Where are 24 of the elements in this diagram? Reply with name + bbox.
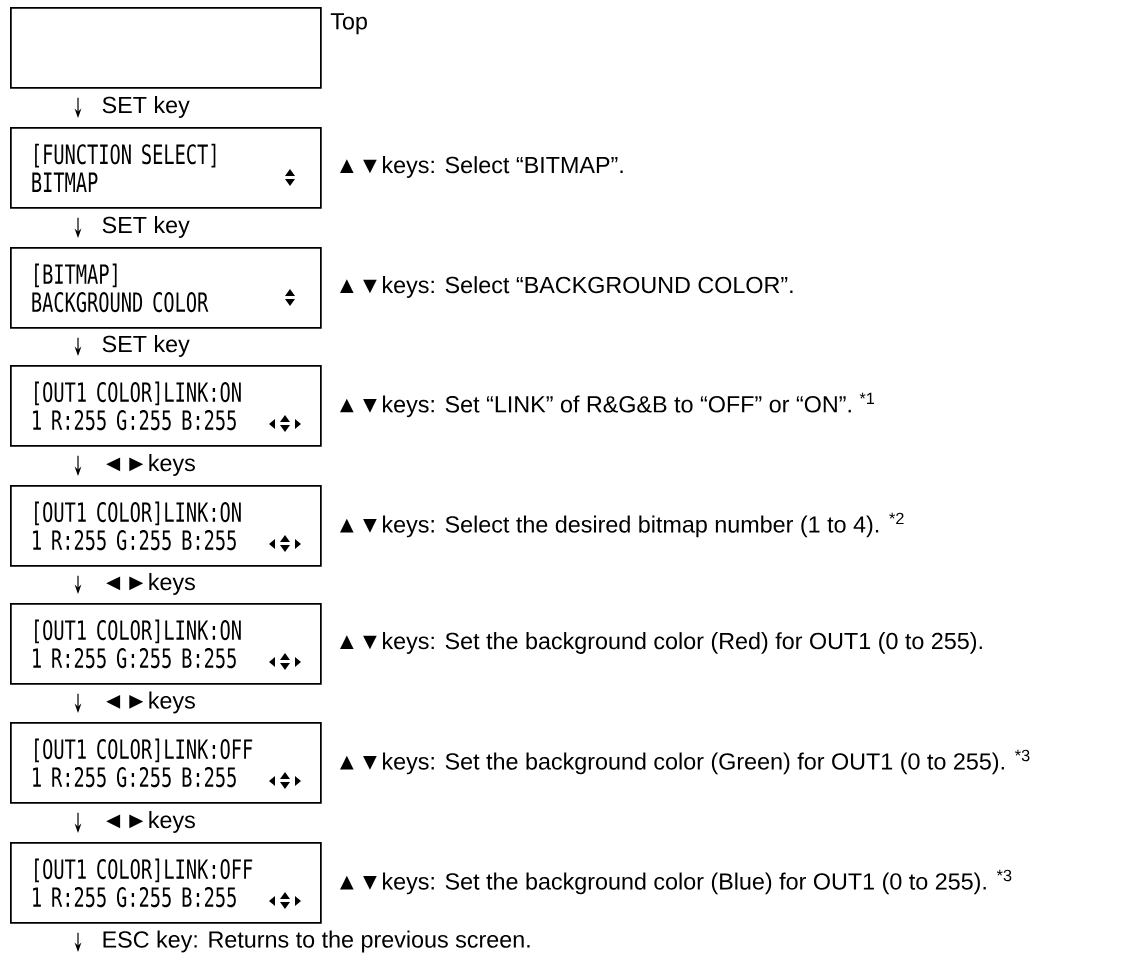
- lcd-screen: [FUNCTION SELECT] BITMAP: [10, 127, 322, 209]
- lcd-screen: [BITMAP] BACKGROUND COLOR: [10, 247, 322, 329]
- instruction-text: ▲▼keys: Select “BITMAP”.: [340, 156, 623, 178]
- instruction-text: ▲▼keys: Set the background color (Blue) for OUT1 (0 to 255). $^{*3}$: [340, 869, 1012, 895]
- lcd-screen: [OUT1 COLOR]LINK:ON 1 R:255 G:255 B:255: [10, 485, 322, 567]
- edge-label: ◄►keys: [100, 690, 198, 715]
- lcd-screen: [OUT1 COLOR]LINK:OFF 1 R:255 G:255 B:255: [10, 722, 322, 804]
- edge-label: ◄►keys: [100, 809, 198, 835]
- screen-caption: Top: [330, 13, 367, 35]
- lcd-screen: [OUT1 COLOR]LINK:OFF 1 R:255 G:255 B:255: [10, 842, 322, 924]
- lcd-screen: [OUT1 COLOR]LINK:ON 1 R:255 G:255 B:255: [10, 603, 322, 685]
- edge-label: SET key: [100, 94, 192, 120]
- blank-screen: [10, 7, 322, 89]
- edge-label: ◄►keys: [100, 452, 198, 478]
- edge-label: SET key: [100, 214, 192, 240]
- instruction-text: ▲▼keys: Select “BACKGROUND COLOR”.: [340, 276, 793, 298]
- instruction-text: ▲▼keys: Select the desired bitmap number (1 to 4). $^{*2}$: [340, 512, 904, 538]
- edge-label: ESC key: Returns to the previous screen.: [100, 929, 534, 954]
- edge-label: SET key: [100, 333, 192, 359]
- instruction-text: ▲▼keys: Set “LINK” of R&G&B to “OFF” or “ON”. $^{*1}$: [340, 392, 875, 418]
- edge-label: ◄►keys: [100, 571, 198, 597]
- lcd-screen: [OUT1 COLOR]LINK:ON 1 R:255 G:255 B:255: [10, 365, 322, 447]
- instruction-text: ▲▼keys: Set the background color (Red) for OUT1 (0 to 255).: [340, 632, 982, 654]
- instruction-text: ▲▼keys: Set the background color (Green) for OUT1 (0 to 255). $^{*3}$: [340, 749, 1030, 775]
